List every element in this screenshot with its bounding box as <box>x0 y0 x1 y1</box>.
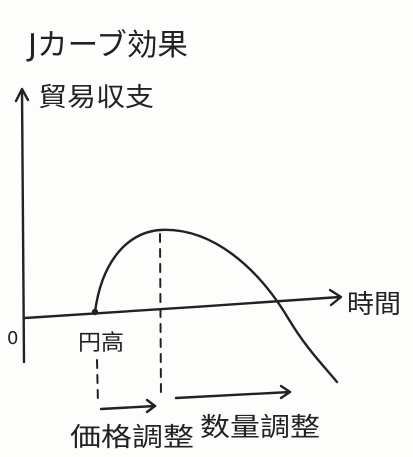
y-axis <box>20 88 26 364</box>
start-point-label: 円高 <box>78 331 124 356</box>
j-curve-line <box>93 228 339 384</box>
phase-1-arrowhead <box>145 398 157 414</box>
y-axis-label: 貿易収支 <box>38 83 154 113</box>
phase-2-arrowhead <box>279 384 292 400</box>
y-axis-arrowhead <box>14 87 30 103</box>
diagram-title: Jカーブ効果 <box>26 28 188 63</box>
origin-label: 0 <box>7 328 18 349</box>
curve-start-point <box>91 308 99 316</box>
x-axis-arrowhead <box>328 288 343 307</box>
phase-1-label: 価格調整 <box>70 423 194 453</box>
start-dashed-guide <box>96 359 99 405</box>
x-axis <box>23 295 342 320</box>
phase-2-label: 数量調整 <box>200 413 320 443</box>
phase-2-arrow <box>174 390 292 400</box>
x-axis-label: 時間 <box>347 290 401 320</box>
phase-1-arrow <box>99 404 157 411</box>
peak-dashed-guide <box>159 233 162 399</box>
